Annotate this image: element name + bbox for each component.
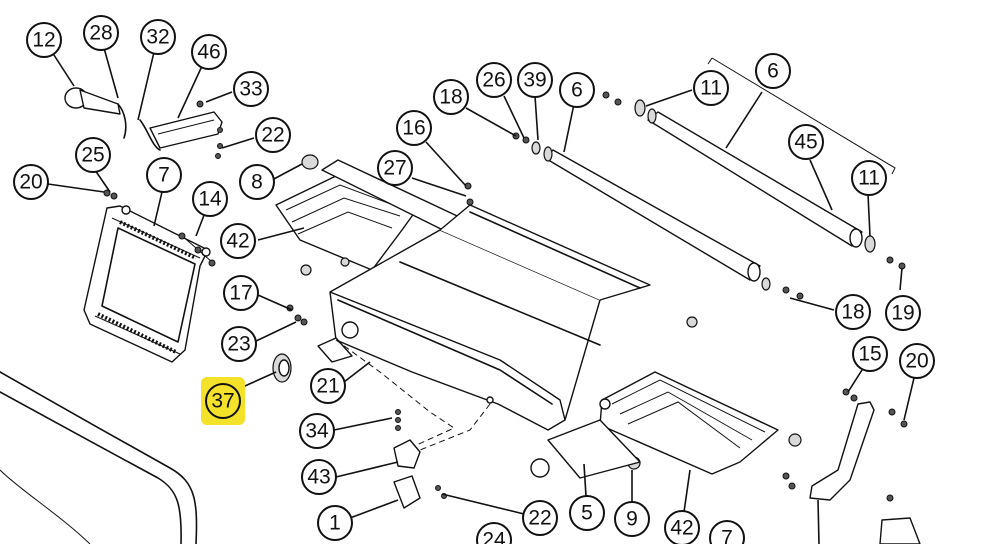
svg-text:26: 26 [482,69,505,92]
callout-5: 5 [569,495,605,531]
callout-18-top: 18 [433,79,469,115]
callout-19: 19 [885,295,921,331]
callout-20-right: 20 [899,343,935,379]
callout-17: 17 [223,275,259,311]
callout-9: 9 [614,501,650,537]
callout-12: 12 [26,22,62,58]
svg-text:21: 21 [316,375,339,398]
dimension-bracket-tick [707,57,713,65]
svg-text:7: 7 [158,164,170,187]
svg-text:24: 24 [482,529,506,544]
right-bracket-drawing [809,401,921,544]
svg-text:46: 46 [197,41,220,64]
svg-text:23: 23 [227,333,250,356]
svg-text:1: 1 [329,512,341,535]
callout-33: 33 [233,71,269,107]
callout-11-top: 11 [693,70,729,106]
svg-text:37: 37 [211,390,234,413]
svg-text:27: 27 [383,157,406,180]
svg-text:8: 8 [251,171,263,194]
callout-42-right: 42 [664,510,700,544]
callout-7-left: 7 [146,157,182,193]
callout-20-left: 20 [13,164,49,200]
main-frame-drawing [275,159,779,479]
svg-text:22: 22 [261,124,284,147]
callout-25: 25 [75,137,111,173]
light-bracket-drawing [64,87,223,159]
callout-21: 21 [310,368,346,404]
callout-37-highlighted: 37 [201,377,245,425]
callout-7-right: 7 [709,520,745,544]
callout-8: 8 [239,164,275,200]
svg-text:14: 14 [198,188,222,211]
svg-text:32: 32 [146,26,169,49]
callout-6-right: 6 [755,53,791,89]
callout-11-right: 11 [851,160,887,196]
svg-text:12: 12 [32,29,55,52]
step-plate-drawing [83,205,211,363]
svg-text:42: 42 [226,230,249,253]
svg-text:42: 42 [670,517,693,540]
callout-46: 46 [191,34,227,70]
svg-text:18: 18 [439,86,462,109]
svg-text:33: 33 [239,78,262,101]
svg-text:7: 7 [721,527,733,544]
svg-text:43: 43 [307,466,330,489]
svg-text:5: 5 [581,502,593,525]
callout-16: 16 [396,110,432,146]
callout-39: 39 [517,62,553,98]
svg-text:20: 20 [905,350,928,373]
callout-28: 28 [83,15,119,51]
callout-42-left: 42 [220,223,256,259]
svg-text:17: 17 [229,282,252,305]
svg-text:19: 19 [891,302,914,325]
callout-34: 34 [299,413,335,449]
svg-text:11: 11 [700,77,722,100]
callout-26: 26 [476,62,512,98]
callout-22-top: 22 [255,117,291,153]
callout-14: 14 [192,181,228,217]
svg-text:39: 39 [523,69,546,92]
callout-32: 32 [140,19,176,55]
callout-43: 43 [301,459,337,495]
callout-15: 15 [852,336,888,372]
side-panel-drawing [0,371,198,544]
svg-text:25: 25 [81,144,104,167]
svg-text:22: 22 [528,507,551,530]
svg-text:16: 16 [402,117,425,140]
rollers-drawing [531,99,876,291]
callout-27: 27 [377,150,413,186]
switch-assemblies-drawing [393,439,421,509]
reel-37-drawing [272,353,292,383]
svg-text:11: 11 [858,167,880,190]
callouts: 12 28 32 46 33 22 25 20 7 14 8 42 17 23 … [13,15,935,544]
dimension-bracket-line [711,57,896,175]
callout-22-bottom: 22 [522,500,558,536]
callout-18-right: 18 [835,294,871,330]
callout-24: 24 [476,522,512,544]
leader-lines [47,47,915,544]
svg-text:6: 6 [767,60,779,83]
svg-text:18: 18 [841,301,864,324]
svg-text:28: 28 [89,22,112,45]
svg-text:45: 45 [794,131,817,154]
callout-1: 1 [317,505,353,541]
callout-6-left: 6 [559,72,595,108]
svg-text:6: 6 [571,79,583,102]
callout-23: 23 [221,326,257,362]
callout-45: 45 [788,124,824,160]
svg-text:15: 15 [858,343,881,366]
svg-text:34: 34 [305,420,329,443]
svg-text:20: 20 [19,171,42,194]
svg-text:9: 9 [626,508,638,531]
